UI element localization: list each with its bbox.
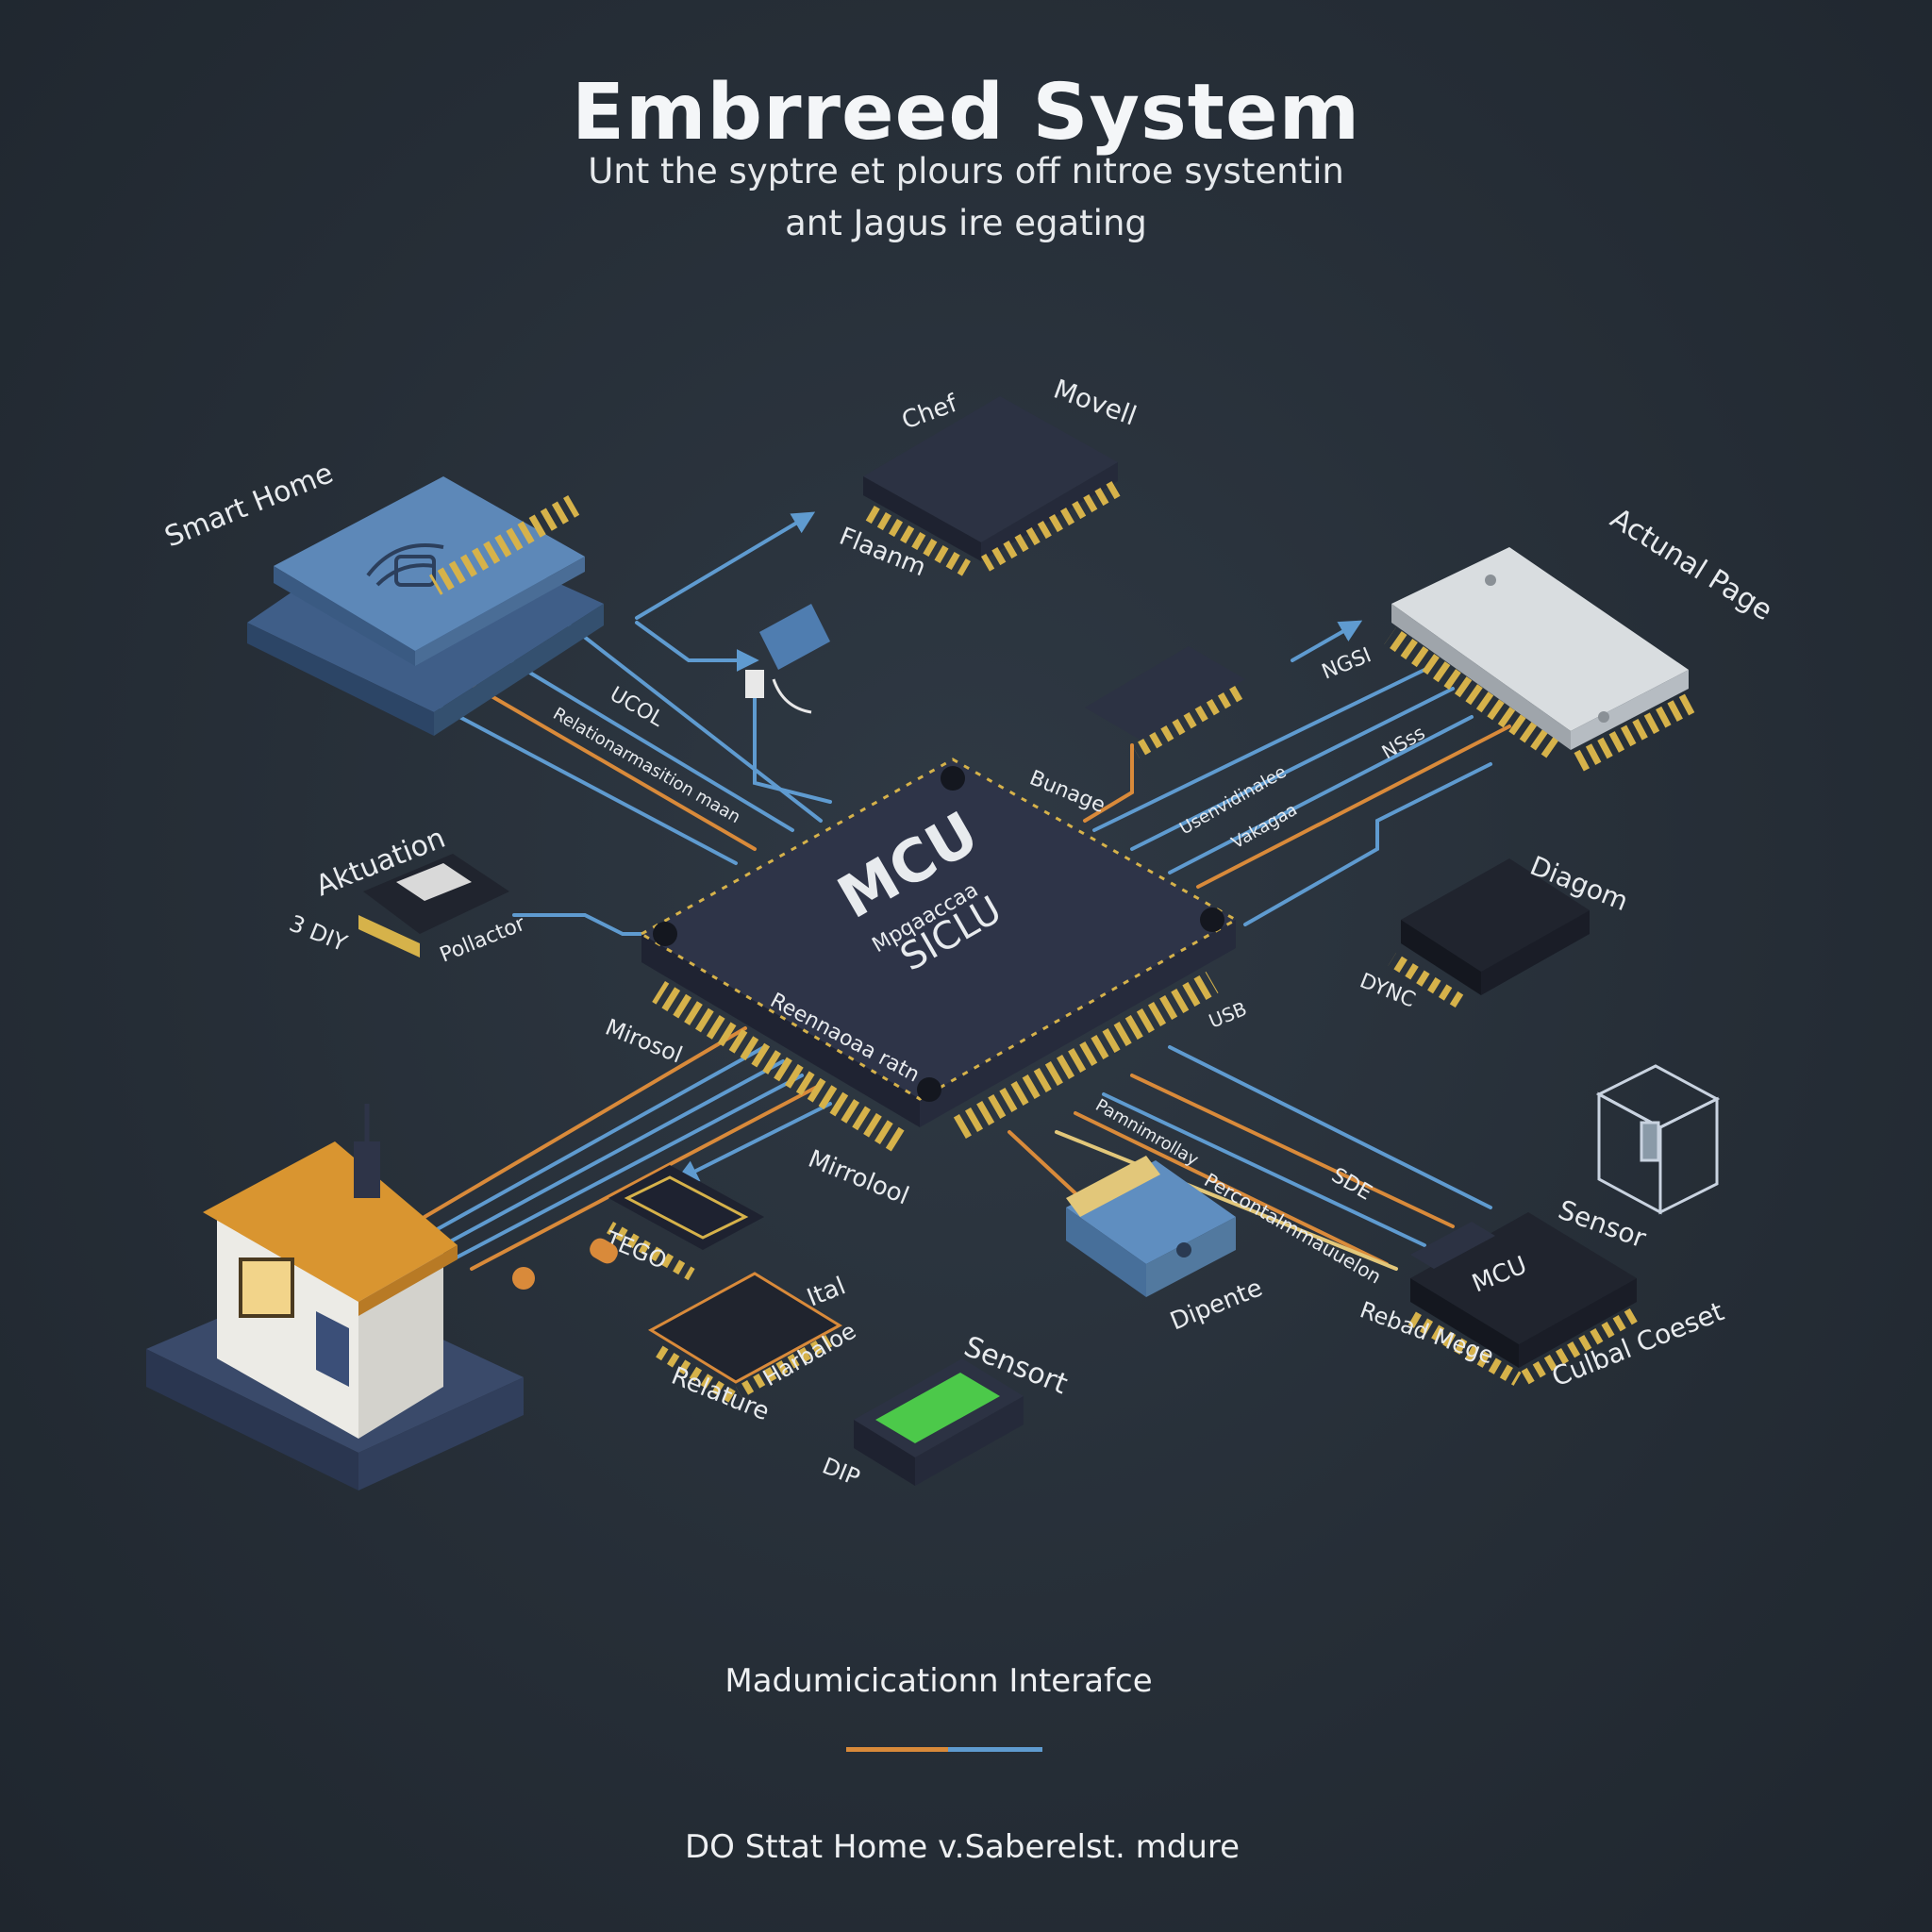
wire-smart-home-2 [460,677,757,851]
wire-top-arrow-2 [635,511,816,620]
wire-right-5 [1243,762,1492,926]
wire-br-1 [1074,1111,1389,1266]
wifi-icon [366,543,444,587]
bus-label-ngsi: NGSI [1319,643,1374,684]
bus-label-right-3: NSss [1378,721,1429,763]
smart-home-module [247,476,604,736]
wire-to-small-chip [675,1102,832,1182]
actuation-module [358,854,509,958]
small-chip-near-house [607,1165,764,1281]
middle-small-chip [1085,646,1246,758]
wire-right-arrow [1291,620,1363,662]
wire-depente [1008,1130,1077,1195]
wire-br-3 [1130,1074,1455,1228]
sensor-bottom-sublabel: DIP [819,1453,864,1491]
depente-label: Dipente [1166,1274,1266,1336]
wire-house-1 [423,1026,747,1219]
wires [413,511,1511,1271]
top-chip-label-right: Movell [1050,374,1141,432]
wire-house-4 [451,1074,804,1261]
microcontroller-bottom-label: Mirrolool [804,1145,912,1211]
wire-smart-home-1 [413,691,738,865]
wire-binding [1083,743,1134,823]
sensor-cube [1595,1064,1721,1215]
actuator-page-label: Actunal Page [1605,502,1778,627]
wire-right-1 [1092,668,1426,832]
depente-module [1066,1156,1236,1297]
wire-right-2 [1130,687,1455,851]
page-subtitle-line-2: ant Jagus ire egating [785,203,1147,243]
house-icon [146,1104,524,1491]
page-subtitle-line-1: Unt the syptre et plours off nıtroe syst… [588,151,1344,192]
top-chip [863,396,1121,576]
footer-note: DO Sttat Home v.Saberelst. mdure [684,1828,1241,1866]
bus-labels: UCOL Relationarmasition maan NGSI Usenvi… [550,643,1429,1288]
wire-right-3 [1168,715,1474,874]
sensor-bottom-module [854,1358,1024,1486]
wire-actuation [512,913,662,936]
wire-br-4 [1168,1045,1492,1209]
wire-br-yellow [1055,1130,1398,1271]
wire-right-4 [1196,724,1511,889]
diagram-chip [1388,858,1590,1011]
relay-chip [648,1272,842,1406]
wire-smart-home-3 [508,658,794,832]
page-title: Embrreed System [571,68,1361,158]
legend-blue-bar [948,1747,1042,1752]
small-sensor-clip [745,604,830,714]
sensor-right-chip [1407,1212,1641,1386]
actuator-page-chip [1384,547,1697,774]
wire-top-arrow [635,621,759,672]
bus-label-usb: USB [1206,997,1250,1033]
mcu-chip [638,758,1240,1153]
actuation-sublabel-2: Pollactor [437,911,529,967]
wire-house-5 [470,1083,823,1271]
wire-house-3 [441,1059,785,1247]
legend-orange-bar [846,1747,948,1752]
wire-sensor-small [753,682,832,804]
microcontroller-left-label: Mirosol [602,1014,687,1069]
wire-house-2 [432,1045,766,1233]
actuation-sublabel-1: 3 DIY [286,910,351,958]
resistor-icon [512,1238,618,1290]
bus-label-sde: SDE [1327,1164,1375,1206]
interface-label: Madumicicationn Interafce [724,1662,1153,1700]
wire-br-2 [1102,1092,1426,1247]
smart-home-label: Smart Home [160,457,338,554]
